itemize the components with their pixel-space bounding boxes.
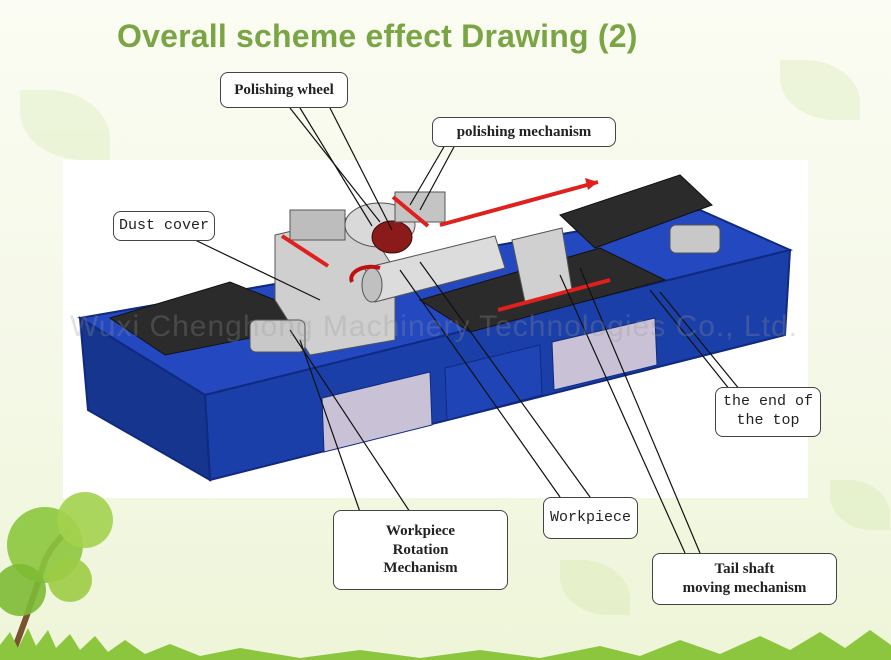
label-end-of-top: the end of the top [715, 387, 821, 437]
label-text: Dust cover [118, 216, 209, 234]
motion-arrow [280, 234, 330, 268]
label-polishing-mechanism: polishing mechanism [432, 117, 616, 147]
label-text: Workpiece [549, 508, 631, 526]
page-title: Overall scheme effect Drawing (2) [117, 18, 638, 54]
watermark: Wuxi Chenghong Machinery Technologies Co… [70, 310, 798, 343]
label-text: Polishing wheel [234, 81, 334, 98]
arrow-head [585, 178, 598, 190]
motion-arrow [391, 195, 430, 228]
label-text: Tail shaft [714, 561, 775, 578]
base-frame-side [78, 316, 212, 482]
label-workpiece: Workpiece [543, 497, 638, 539]
rotation-motor [249, 319, 306, 353]
workpiece-end [361, 267, 383, 303]
label-text: the top [736, 412, 800, 429]
label-text: Workpiece [385, 522, 456, 539]
motion-arrow [439, 180, 599, 227]
label-text: polishing mechanism [456, 123, 592, 140]
rotation-arrow [349, 264, 381, 283]
label-text: Mechanism [383, 560, 458, 577]
label-text: Rotation [392, 541, 449, 558]
polishing-wheel [371, 220, 413, 254]
headstock-motor [289, 209, 346, 241]
base-panel [321, 371, 433, 453]
base-panel [551, 317, 658, 391]
motion-arrow [497, 278, 611, 312]
label-text: the end of [722, 393, 813, 411]
label-dust-cover: Dust cover [113, 211, 215, 241]
label-workpiece-rotation-mechanism: Workpiece Rotation Mechanism [333, 510, 508, 590]
right-guide-cover [559, 174, 713, 249]
tail-motor [669, 224, 721, 254]
label-polishing-wheel: Polishing wheel [220, 72, 348, 108]
label-tail-shaft-moving-mechanism: Tail shaft moving mechanism [652, 553, 837, 605]
label-text: moving mechanism [682, 580, 807, 596]
base-panel [444, 344, 543, 421]
